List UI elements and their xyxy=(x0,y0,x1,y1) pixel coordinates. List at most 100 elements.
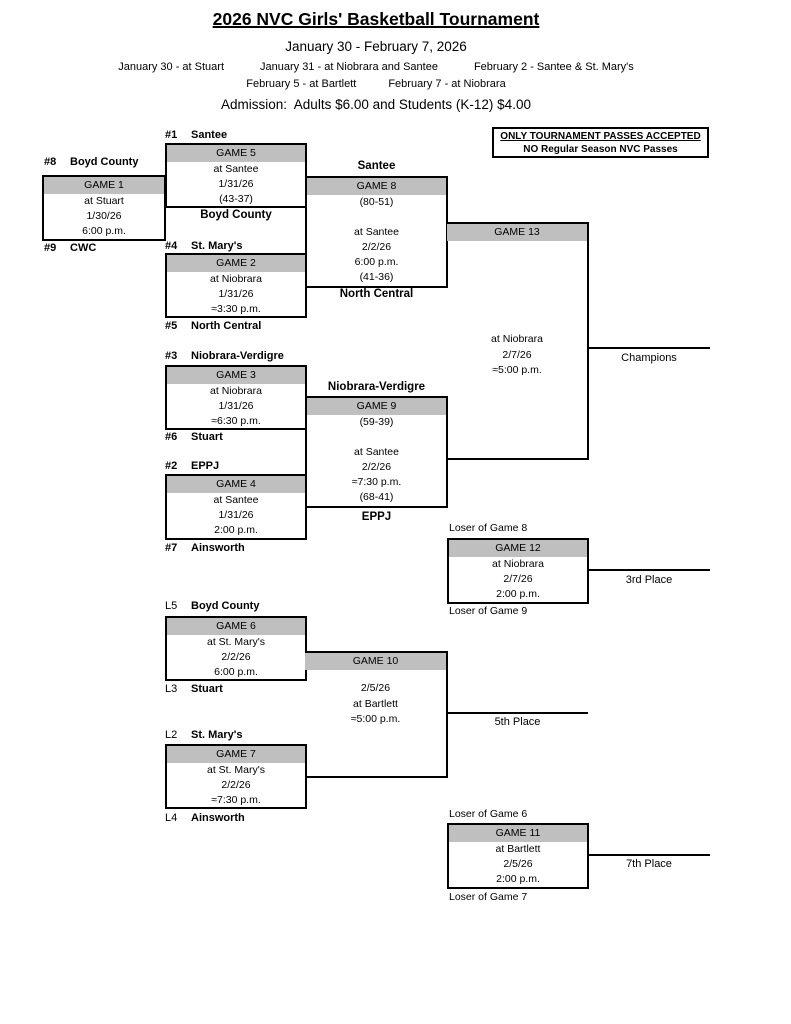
seed-3-number: #3 xyxy=(165,350,178,362)
seed-2-team: EPPJ xyxy=(191,460,220,472)
fifth-place-label: 5th Place xyxy=(494,716,541,728)
seed-8-number: #8 xyxy=(44,156,57,168)
game-9-header: GAME 9 xyxy=(307,398,446,415)
seventh-place-line xyxy=(588,854,710,856)
slot-l4-team: Ainsworth xyxy=(191,812,245,824)
third-place-label: 3rd Place xyxy=(625,574,673,586)
game-8-score-top: (80-51) xyxy=(359,196,394,208)
game-9-score-bottom: (68-41) xyxy=(359,491,394,504)
game-2-date: 1/31/26 xyxy=(218,288,254,300)
seed-8-team: Boyd County xyxy=(70,156,139,168)
slot-l5-team: Boyd County xyxy=(191,600,260,612)
seed-5-label: #5 North Central xyxy=(165,320,261,333)
venue-row-1: January 30 - at Stuart January 31 - at N… xyxy=(0,61,752,73)
game-10-details: 2/5/26 at Bartlett ≈5:00 p.m. xyxy=(305,681,446,728)
seed-9-team: CWC xyxy=(70,242,97,254)
loser-of-game-7-label: Loser of Game 7 xyxy=(449,891,528,903)
venue-jan30: January 30 - at Stuart xyxy=(118,61,224,73)
game-7-header: GAME 7 xyxy=(167,746,305,763)
passes-notice-line1: ONLY TOURNAMENT PASSES ACCEPTED xyxy=(500,131,701,142)
game-1-box: GAME 1 at Stuart 1/30/26 6:00 p.m. xyxy=(42,175,166,241)
seed-6-number: #6 xyxy=(165,431,178,443)
game-3-box: GAME 3 at Niobrara 1/31/26 ≈6:30 p.m. xyxy=(165,365,307,430)
game-8-location: at Santee xyxy=(354,226,399,239)
venue-feb5: February 5 - at Bartlett xyxy=(246,78,357,90)
game5-bottom-team: Boyd County xyxy=(200,209,272,221)
game-9-date: 2/2/26 xyxy=(361,461,392,474)
game-4-date: 1/31/26 xyxy=(218,509,254,521)
seed-1-number: #1 xyxy=(165,129,178,141)
game-4-header: GAME 4 xyxy=(167,476,305,493)
game9-bottom-team: EPPJ xyxy=(361,511,392,523)
passes-notice-box: ONLY TOURNAMENT PASSES ACCEPTED NO Regul… xyxy=(492,127,709,158)
game-2-header: GAME 2 xyxy=(167,255,305,272)
game-8-box: GAME 8 (80-51) at Santee 2/2/26 6:00 p.m… xyxy=(305,176,448,288)
game8-bottom-team: North Central xyxy=(339,288,414,300)
game9-top-team: Niobrara-Verdigre xyxy=(327,381,426,393)
game-11-time: 2:00 p.m. xyxy=(496,873,540,885)
game-8-blank xyxy=(307,210,446,225)
game-6-header: GAME 6 xyxy=(167,618,305,635)
game-4-box: GAME 4 at Santee 1/31/26 2:00 p.m. xyxy=(165,474,307,540)
slot-l4-number: L4 xyxy=(165,812,178,824)
slot-l2-label: L2 St. Mary's xyxy=(165,729,243,742)
seed-3-team: Niobrara-Verdigre xyxy=(191,350,284,362)
game-9-score-top: (59-39) xyxy=(359,416,394,428)
game-3-header: GAME 3 xyxy=(167,367,305,384)
slot-l2-team: St. Mary's xyxy=(191,729,243,741)
game-12-time: 2:00 p.m. xyxy=(496,588,540,600)
game-4-location: at Santee xyxy=(213,494,259,506)
game-8-score-bottom: (41-36) xyxy=(359,271,394,284)
game-12-location: at Niobrara xyxy=(492,558,544,570)
game-2-location: at Niobrara xyxy=(210,273,262,285)
seed-9-label: #9 CWC xyxy=(44,242,96,255)
game-1-date: 1/30/26 xyxy=(86,210,122,222)
seed-5-team: North Central xyxy=(191,320,262,332)
seed-1-team: Santee xyxy=(191,129,228,141)
seed-7-number: #7 xyxy=(165,542,178,554)
game-6-time: 6:00 p.m. xyxy=(214,666,258,678)
game-12-date: 2/7/26 xyxy=(503,573,533,585)
seed-9-number: #9 xyxy=(44,242,57,254)
game-13-header: GAME 13 xyxy=(447,224,587,241)
game-12-box: GAME 12 at Niobrara 2/7/26 2:00 p.m. xyxy=(447,538,589,604)
game-5-score: (43-37) xyxy=(219,193,253,205)
game-5-date: 1/31/26 xyxy=(218,178,254,190)
seed-4-number: #4 xyxy=(165,240,178,252)
game-5-header: GAME 5 xyxy=(167,145,305,162)
game-9-location: at Santee xyxy=(354,446,399,459)
loser-of-game-8-label: Loser of Game 8 xyxy=(449,522,528,534)
game-1-header: GAME 1 xyxy=(44,177,164,194)
game-10-box: GAME 10 2/5/26 at Bartlett ≈5:00 p.m. xyxy=(305,651,448,778)
venue-jan31: January 31 - at Niobrara and Santee xyxy=(260,61,438,73)
slot-l3-number: L3 xyxy=(165,683,178,695)
slot-l2-number: L2 xyxy=(165,729,178,741)
game-11-header: GAME 11 xyxy=(449,825,587,842)
game-13-details: at Niobrara 2/7/26 ≈5:00 p.m. xyxy=(447,332,587,379)
admission-info: Admission: Adults $6.00 and Students (K-… xyxy=(221,97,531,112)
game-7-time: ≈7:30 p.m. xyxy=(211,794,261,806)
seed-8-label: #8 Boyd County xyxy=(44,156,138,169)
game8-top-team: Santee xyxy=(357,160,396,172)
seed-6-label: #6 Stuart xyxy=(165,431,223,444)
venue-feb7: February 7 - at Niobrara xyxy=(388,78,506,90)
venue-feb2: February 2 - Santee & St. Mary's xyxy=(473,61,634,73)
game-11-location: at Bartlett xyxy=(495,843,541,855)
game-3-location: at Niobrara xyxy=(210,385,262,397)
seed-5-number: #5 xyxy=(165,320,178,332)
seventh-place-label: 7th Place xyxy=(626,858,672,870)
game-6-date: 2/2/26 xyxy=(221,651,251,663)
seed-6-team: Stuart xyxy=(191,431,223,443)
game-7-location: at St. Mary's xyxy=(206,764,266,776)
game-7-box: GAME 7 at St. Mary's 2/2/26 ≈7:30 p.m. xyxy=(165,744,307,809)
game-13-time: ≈5:00 p.m. xyxy=(492,364,542,376)
game-9-box: GAME 9 (59-39) at Santee 2/2/26 ≈7:30 p.… xyxy=(305,396,448,508)
fifth-place-line xyxy=(447,712,588,714)
date-range: January 30 - February 7, 2026 xyxy=(285,39,467,54)
game-8-time: 6:00 p.m. xyxy=(354,256,399,269)
game-10-header: GAME 10 xyxy=(305,653,446,670)
